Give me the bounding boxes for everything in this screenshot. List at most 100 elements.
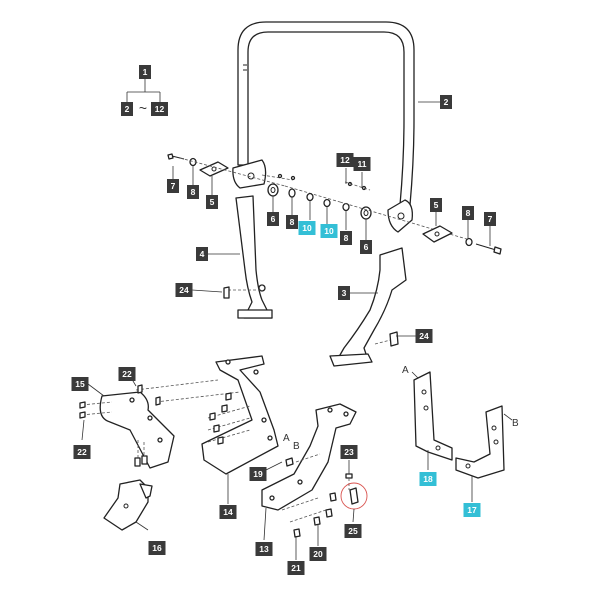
callout-box xyxy=(320,224,338,238)
callout-22-top[interactable]: 22 xyxy=(118,367,136,381)
callout-box xyxy=(340,445,358,459)
callout-box xyxy=(340,231,352,245)
callout-label: 4 xyxy=(200,249,205,259)
callout-box xyxy=(462,206,474,220)
callout-24-right[interactable]: 24 xyxy=(415,329,433,343)
callout-8-left[interactable]: 8 xyxy=(187,185,199,199)
callout-7-right[interactable]: 7 xyxy=(484,212,496,226)
callout-label: 10 xyxy=(302,223,312,233)
callout-box xyxy=(206,195,218,209)
callout-label: 11 xyxy=(358,159,367,169)
callout-label: 22 xyxy=(77,447,87,457)
right-bracket-18 xyxy=(411,371,453,461)
legend: ~ xyxy=(126,79,161,116)
callout-20[interactable]: 20 xyxy=(309,547,327,561)
center-bracket-13 xyxy=(261,403,368,538)
callout-box xyxy=(484,212,496,226)
letter-a-right: A xyxy=(402,365,409,376)
callout-box xyxy=(415,329,433,343)
callout-3[interactable]: 3 xyxy=(338,286,350,300)
callout-2-arch[interactable]: 2 xyxy=(440,95,452,109)
callout-18[interactable]: 18 xyxy=(419,472,437,486)
callout-box xyxy=(187,185,199,199)
hinge-hardware-left xyxy=(167,153,341,203)
callout-16[interactable]: 16 xyxy=(148,541,166,555)
letter-a-mid: A xyxy=(283,433,290,444)
callout-box xyxy=(255,542,273,556)
callout-label: 17 xyxy=(467,505,477,515)
callout-12[interactable]: 12 xyxy=(336,153,354,167)
callout-label: 20 xyxy=(313,549,323,559)
callout-label: 7 xyxy=(488,214,493,224)
callout-label: 12 xyxy=(340,155,350,165)
lower-left-bracket xyxy=(79,379,241,469)
callout-24-left[interactable]: 24 xyxy=(175,283,193,297)
callout-box xyxy=(148,541,166,555)
legend-box-left: 2 xyxy=(121,102,133,116)
callout-box xyxy=(287,561,305,575)
right-post xyxy=(329,247,407,367)
roll-bar-arch xyxy=(232,21,415,233)
callout-7-left[interactable]: 7 xyxy=(167,179,179,193)
callout-label: 10 xyxy=(324,226,334,236)
callout-5-right[interactable]: 5 xyxy=(430,198,442,212)
callout-label: 15 xyxy=(75,379,85,389)
callout-box xyxy=(353,157,371,171)
callout-6-right[interactable]: 6 xyxy=(360,240,372,254)
letter-b-right: B xyxy=(512,418,519,429)
callout-10-right[interactable]: 10 xyxy=(320,224,338,238)
callout-8-mid[interactable]: 8 xyxy=(286,215,298,229)
reference-letters: A B A B xyxy=(283,365,519,452)
letter-b-mid: B xyxy=(293,441,300,452)
svg-text:12: 12 xyxy=(155,104,165,114)
callout-21[interactable]: 21 xyxy=(287,561,305,575)
callout-label: 3 xyxy=(342,288,347,298)
callout-4[interactable]: 4 xyxy=(196,247,208,261)
callout-box xyxy=(286,215,298,229)
callout-label: 24 xyxy=(179,285,189,295)
callout-box xyxy=(118,367,136,381)
callouts: 1 2 12 2 7 8 5 6 8 10 10 8 6 12 11 5 8 7… xyxy=(71,65,496,575)
callout-15[interactable]: 15 xyxy=(71,377,89,391)
legend-box-top: 1 xyxy=(139,65,151,79)
callout-13[interactable]: 13 xyxy=(255,542,273,556)
callout-label: 8 xyxy=(466,208,471,218)
legend-separator: ~ xyxy=(139,100,147,116)
callout-box xyxy=(344,524,362,538)
callout-box xyxy=(419,472,437,486)
callout-box xyxy=(167,179,179,193)
left-post xyxy=(223,195,273,319)
callout-box xyxy=(309,547,327,561)
callout-box xyxy=(249,467,267,481)
callout-label: 5 xyxy=(434,200,439,210)
callout-8-right-inner[interactable]: 8 xyxy=(340,231,352,245)
callout-box xyxy=(196,247,208,261)
callout-6-left[interactable]: 6 xyxy=(267,212,279,226)
leader-lines xyxy=(81,101,491,560)
callout-label: 18 xyxy=(423,474,433,484)
callout-label: 8 xyxy=(344,233,349,243)
callout-box xyxy=(219,505,237,519)
callout-17[interactable]: 17 xyxy=(463,503,481,517)
center-bracket-14 xyxy=(201,355,279,475)
callout-label: 23 xyxy=(344,447,354,457)
callout-5-left[interactable]: 5 xyxy=(206,195,218,209)
callout-box xyxy=(298,221,316,235)
callout-10-left[interactable]: 10 xyxy=(298,221,316,235)
hinge-hardware-right xyxy=(323,181,502,255)
svg-text:2: 2 xyxy=(125,104,130,114)
callout-19[interactable]: 19 xyxy=(249,467,267,481)
callout-8-right[interactable]: 8 xyxy=(462,206,474,220)
callout-box xyxy=(175,283,193,297)
callout-label: 14 xyxy=(223,507,233,517)
callout-label: 7 xyxy=(171,181,176,191)
legend-box-right: 12 xyxy=(151,102,168,116)
callout-label: 8 xyxy=(290,217,295,227)
callout-23[interactable]: 23 xyxy=(340,445,358,459)
callout-14[interactable]: 14 xyxy=(219,505,237,519)
callout-25[interactable]: 25 xyxy=(344,524,362,538)
callout-11[interactable]: 11 xyxy=(353,157,371,171)
lower-left-plate xyxy=(103,479,153,531)
callout-22-left[interactable]: 22 xyxy=(73,445,91,459)
